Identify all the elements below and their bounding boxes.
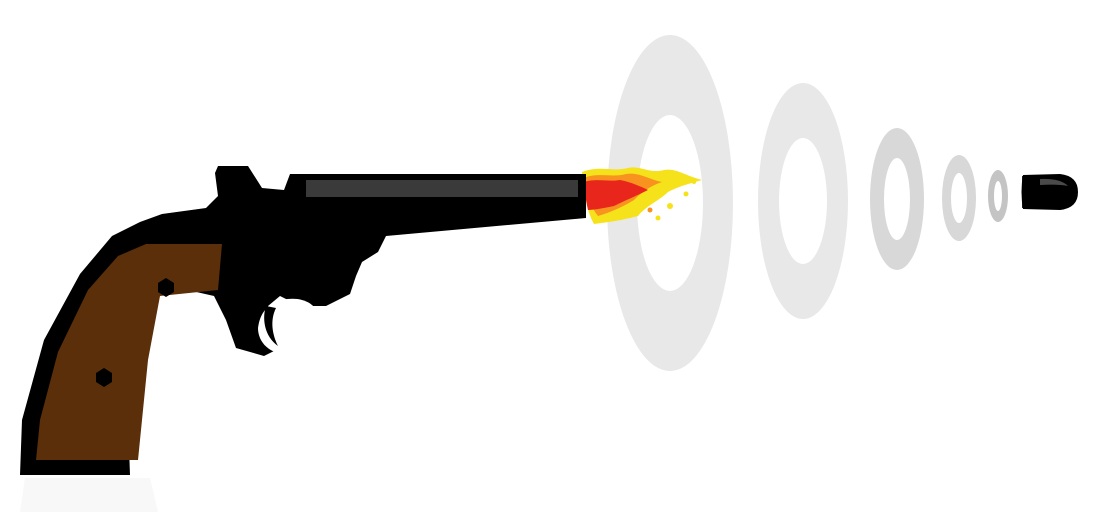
- shockwave-rings-icon: [607, 35, 1008, 371]
- muzzle-flash-icon: [582, 167, 702, 224]
- shockwave-ring-5: [988, 170, 1008, 222]
- shockwave-ring-2: [758, 83, 848, 319]
- shockwave-ring-1: [607, 35, 733, 371]
- grip-reflection: [20, 478, 158, 512]
- shockwave-ring-4: [941, 155, 977, 242]
- revolver-icon: [20, 166, 586, 475]
- bullet-icon: [1021, 174, 1078, 210]
- shockwave-ring-3: [870, 128, 924, 270]
